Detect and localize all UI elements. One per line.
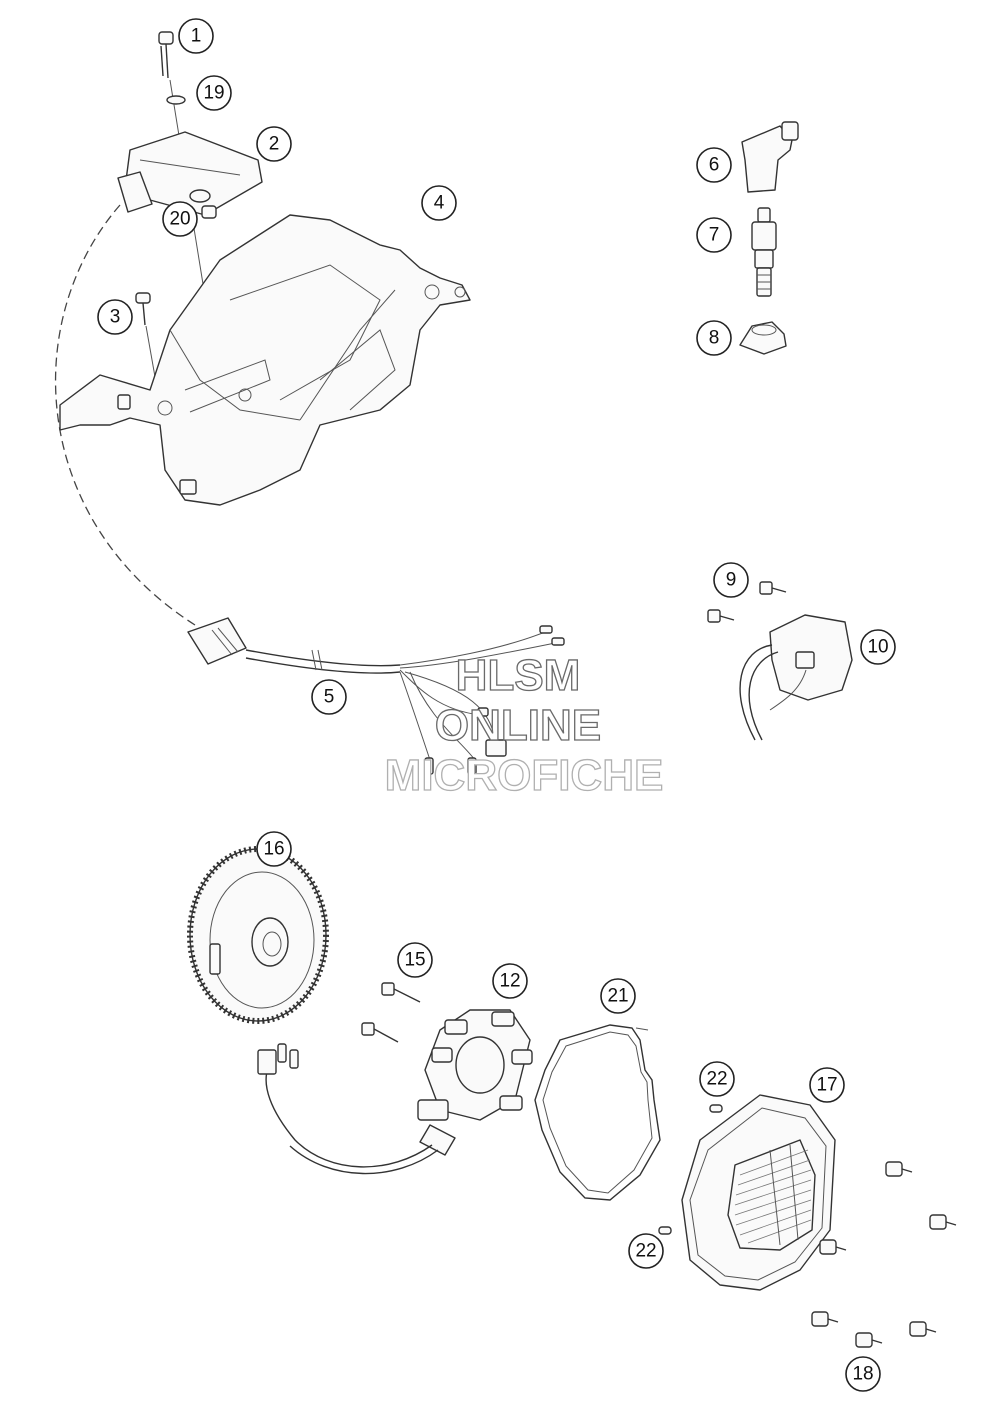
callout[interactable]: 8	[696, 320, 732, 356]
callout[interactable]: 3	[97, 299, 133, 335]
callout-label: 22	[635, 1241, 656, 1262]
part-19-washer	[166, 95, 186, 105]
part-15-bolts	[361, 982, 421, 1043]
connection-dashed-line	[54, 204, 196, 626]
callout-label: 19	[203, 83, 224, 104]
callout-label: 6	[709, 155, 720, 176]
watermark-line2: ONLINE	[435, 701, 601, 750]
part-16-flywheel	[187, 846, 329, 1024]
callout-label: 4	[434, 193, 445, 214]
callout-label: 1	[191, 26, 202, 47]
watermark-line3: MICROFICHE	[385, 751, 664, 800]
part-8-seal	[739, 321, 787, 355]
part-20-grommet	[201, 205, 217, 219]
callout-label: 18	[852, 1364, 873, 1385]
callout[interactable]: 9	[713, 562, 749, 598]
callout[interactable]: 2	[256, 126, 292, 162]
callout-label: 10	[867, 637, 888, 658]
part-7-spark-plug	[751, 207, 777, 297]
callout[interactable]: 18	[845, 1356, 881, 1392]
callout-label: 21	[607, 986, 628, 1007]
callout[interactable]: 20	[162, 201, 198, 237]
part-2-cdi-unit	[117, 131, 263, 216]
part-6-spark-plug-cap	[741, 121, 799, 193]
part-4-bracket	[59, 214, 471, 506]
callout-label: 7	[709, 225, 720, 246]
callout-label: 9	[726, 570, 737, 591]
part-21-gasket	[534, 1024, 661, 1201]
part-17-ignition-cover	[681, 1094, 836, 1291]
part-18-bolts	[811, 1161, 957, 1348]
callout[interactable]: 22	[699, 1061, 735, 1097]
part-10-ignition-coil	[739, 614, 853, 741]
callout[interactable]: 7	[696, 217, 732, 253]
part-12-stator	[257, 1009, 533, 1175]
callout[interactable]: 12	[492, 963, 528, 999]
callout[interactable]: 17	[809, 1067, 845, 1103]
watermark: HLSM ONLINE MICROFICHE	[384, 650, 664, 800]
watermark-line1: HLSM	[456, 651, 581, 700]
callout[interactable]: 16	[256, 831, 292, 867]
callout-label: 8	[709, 328, 720, 349]
callout[interactable]: 10	[860, 629, 896, 665]
part-9-bolts	[707, 581, 787, 623]
part-5-wiring-harness	[187, 617, 565, 775]
callout-label: 16	[263, 839, 284, 860]
callout-label: 22	[706, 1069, 727, 1090]
callout[interactable]: 22	[628, 1233, 664, 1269]
callout[interactable]: 5	[311, 679, 347, 715]
callout-label: 12	[499, 971, 520, 992]
part-22-dowels	[658, 1104, 723, 1235]
callout[interactable]: 6	[696, 147, 732, 183]
callout[interactable]: 1	[178, 18, 214, 54]
callout-label: 17	[816, 1075, 837, 1096]
callout[interactable]: 15	[397, 942, 433, 978]
callout[interactable]: 19	[196, 75, 232, 111]
callout-label: 20	[169, 209, 190, 230]
callout-label: 5	[324, 687, 335, 708]
callout-label: 15	[404, 950, 425, 971]
callout-label: 2	[269, 134, 280, 155]
callout-label: 3	[110, 307, 121, 328]
callout[interactable]: 21	[600, 978, 636, 1014]
callout[interactable]: 4	[421, 185, 457, 221]
